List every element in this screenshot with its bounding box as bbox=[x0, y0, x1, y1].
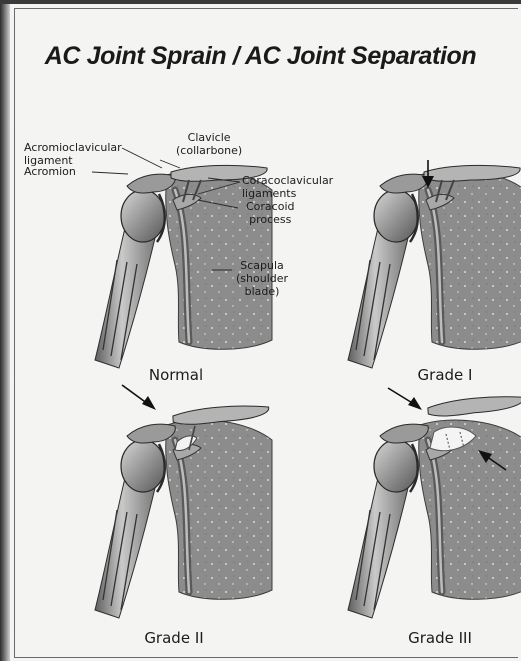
caption-grade-iii: Grade III bbox=[380, 629, 500, 647]
grade-ii-arrow bbox=[122, 385, 156, 410]
caption-grade-i: Grade I bbox=[385, 366, 505, 384]
shoulder-grade-ii-figure bbox=[95, 404, 272, 618]
shoulder-grade-i-figure bbox=[348, 165, 521, 368]
label-coracoclavicular-ligaments: Coracoclavicular ligaments bbox=[242, 174, 333, 200]
grade-iii-arrow-left bbox=[388, 388, 422, 410]
caption-grade-ii: Grade II bbox=[114, 629, 234, 647]
caption-normal: Normal bbox=[116, 366, 236, 384]
label-scapula: Scapula (shoulder blade) bbox=[236, 259, 288, 298]
label-clavicle: Clavicle (collarbone) bbox=[176, 131, 242, 157]
label-acromion: Acromion bbox=[24, 165, 76, 178]
shoulder-grade-iii-figure bbox=[348, 395, 521, 618]
label-acromioclavicular-ligament: Acromioclavicular ligament bbox=[24, 141, 122, 167]
label-coracoid-process: Coracoid process bbox=[246, 200, 295, 226]
